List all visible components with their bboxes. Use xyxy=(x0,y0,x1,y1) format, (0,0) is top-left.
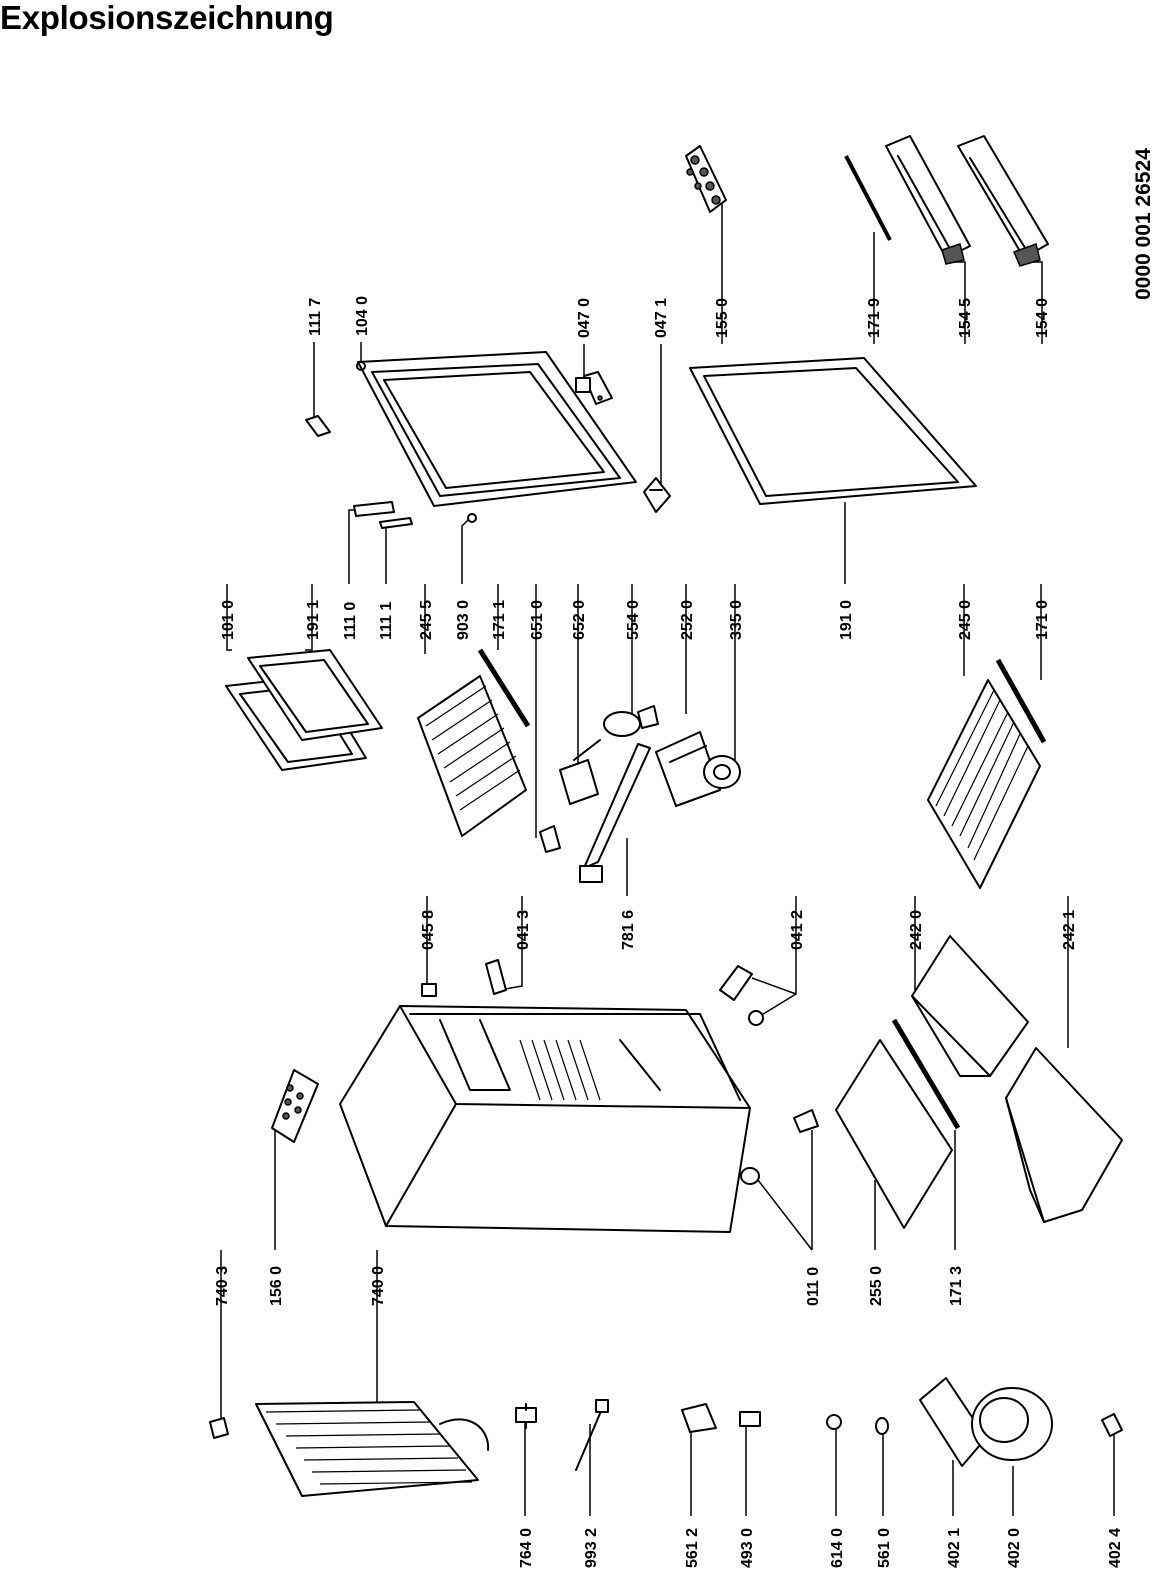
part-903-0-drawing xyxy=(467,513,477,523)
label-740-3: 740 3 xyxy=(214,1266,231,1306)
label-011-0: 011 0 xyxy=(805,1267,822,1306)
label-111-0: 111 0 xyxy=(342,602,359,640)
label-111-7: 111 7 xyxy=(307,298,324,336)
label-041-3: 041 3 xyxy=(515,910,532,950)
page-title: Explosionszeichnung xyxy=(0,0,334,36)
label-191-0: 191 0 xyxy=(838,600,855,640)
part-111-0-drawing xyxy=(353,501,395,517)
part-651-0-knob-drawing xyxy=(539,825,561,853)
part-154-5-shelf-drawing xyxy=(885,135,971,265)
part-255-0-glass-drawing xyxy=(835,1039,953,1229)
label-561-2: 561 2 xyxy=(684,1528,701,1568)
label-242-0: 242 0 xyxy=(908,910,925,950)
label-245-0: 245 0 xyxy=(957,600,974,640)
part-171-0-strip-drawing xyxy=(995,658,1047,744)
part-154-0-shelf-drawing xyxy=(957,135,1049,267)
label-242-1: 242 1 xyxy=(1061,910,1078,950)
part-011-0-feet-drawing xyxy=(740,1109,819,1185)
part-041-3-bracket-drawing xyxy=(485,959,507,995)
part-045-8-drawing xyxy=(421,983,437,997)
part-764-0-drawing xyxy=(515,1403,537,1429)
label-171-0: 171 0 xyxy=(1034,600,1051,640)
part-156-0-tray-drawing xyxy=(271,1069,319,1143)
label-104-0: 104 0 xyxy=(354,296,371,336)
part-614-0-drawing xyxy=(826,1414,842,1430)
part-245-5-shelf-drawing xyxy=(417,675,527,837)
cabinet-body-drawing xyxy=(339,1005,751,1233)
part-171-3-strip-drawing xyxy=(891,1018,961,1130)
part-561-2-relay-drawing xyxy=(681,1403,717,1433)
part-993-2-cable-drawing xyxy=(575,1399,609,1471)
label-171-3: 171 3 xyxy=(948,1266,965,1306)
part-493-0-drawing xyxy=(739,1411,761,1427)
label-335-0: 335 0 xyxy=(728,600,745,640)
label-651-0: 651 0 xyxy=(529,600,546,640)
label-561-0: 561 0 xyxy=(876,1528,893,1568)
part-335-0-fan-drawing xyxy=(703,755,741,789)
part-242-1-drawer-drawing xyxy=(1005,1047,1123,1223)
part-171-1-strip-drawing xyxy=(477,648,531,728)
label-101-0: 101 0 xyxy=(220,600,237,640)
part-781-6-bar-drawing xyxy=(579,743,651,883)
label-047-1: 047 1 xyxy=(653,298,670,338)
part-047-0-drawing xyxy=(575,371,613,405)
label-614-0: 614 0 xyxy=(829,1528,846,1568)
label-993-2: 993 2 xyxy=(583,1528,600,1568)
part-111-7-drawing xyxy=(305,415,331,437)
part-155-0-egg-tray-drawing xyxy=(685,145,727,213)
label-781-6: 781 6 xyxy=(620,910,637,950)
part-561-0-drawing xyxy=(875,1417,889,1435)
part-402-0-compressor-drawing xyxy=(971,1387,1053,1461)
label-041-2: 041 2 xyxy=(789,910,806,950)
part-171-9-rod-drawing xyxy=(844,155,892,241)
part-245-0-rack-drawing xyxy=(927,679,1041,889)
part-740-0-condenser-drawing xyxy=(255,1401,490,1497)
part-041-2-bracket-drawing xyxy=(719,965,764,1026)
label-402-1: 402 1 xyxy=(946,1528,963,1568)
label-045-8: 045 8 xyxy=(420,910,437,950)
label-402-0: 402 0 xyxy=(1006,1528,1023,1568)
part-101-0-freezer-door-drawing xyxy=(225,649,383,771)
label-554-0: 554 0 xyxy=(625,600,642,640)
part-740-3-drawing xyxy=(209,1417,229,1439)
label-047-0: 047 0 xyxy=(576,298,593,338)
label-255-0: 255 0 xyxy=(868,1266,885,1306)
part-554-0-lamp-drawing xyxy=(603,705,659,737)
label-652-0: 652 0 xyxy=(571,600,588,640)
part-242-0-drawer-drawing xyxy=(911,935,1029,1077)
label-245-5: 245 5 xyxy=(418,600,435,640)
document-number: 0000 001 26524 xyxy=(1132,148,1155,300)
leader-lines xyxy=(220,198,1115,1516)
label-402-4: 402 4 xyxy=(1107,1528,1124,1568)
part-111-1-drawing xyxy=(379,517,413,529)
part-252-0-cover-drawing xyxy=(655,731,721,807)
label-171-1: 171 1 xyxy=(491,600,508,640)
part-047-1-drawing xyxy=(643,477,671,513)
label-493-0: 493 0 xyxy=(739,1528,756,1568)
label-903-0: 903 0 xyxy=(455,600,472,640)
label-191-1: 191 1 xyxy=(305,600,322,640)
part-191-0-gasket-drawing xyxy=(689,357,977,505)
label-156-0: 156 0 xyxy=(268,1266,285,1306)
label-740-0: 740 0 xyxy=(370,1266,387,1306)
part-402-4-drawing xyxy=(1101,1413,1123,1437)
label-252-0: 252 0 xyxy=(679,600,696,640)
label-111-1: 111 1 xyxy=(378,602,395,640)
label-764-0: 764 0 xyxy=(518,1528,535,1568)
part-104-0-door-drawing xyxy=(356,351,637,507)
part-652-0-thermostat-drawing xyxy=(559,739,601,805)
